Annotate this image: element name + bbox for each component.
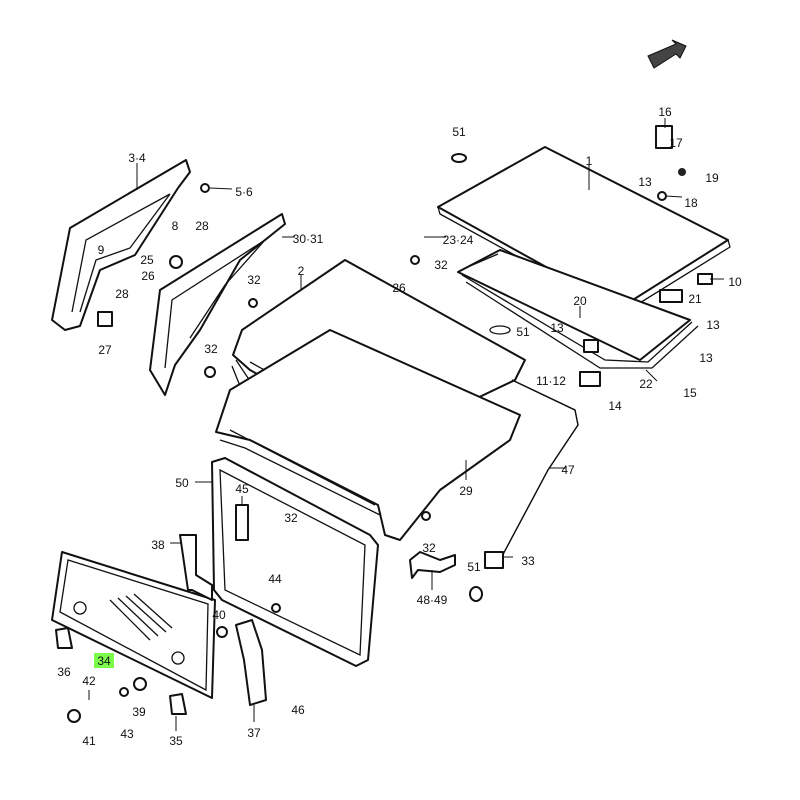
- part-label-38: 38: [151, 538, 165, 552]
- part-label-37: 37: [247, 726, 261, 740]
- front-arrow-icon: [647, 39, 687, 69]
- part-label-14: 14: [608, 399, 622, 413]
- part-label-45: 45: [235, 482, 249, 496]
- roof-frame: [457, 249, 713, 387]
- rear-opening-seal: [211, 457, 379, 667]
- part-label-32a: 32: [247, 273, 261, 287]
- part-label-13b: 13: [706, 318, 720, 332]
- part-label-28b: 28: [115, 287, 129, 301]
- part-label-40: 40: [212, 608, 226, 622]
- part-label-26b: 26: [392, 281, 406, 295]
- part-label-10: 10: [728, 275, 742, 289]
- bracket-48-49: [409, 551, 456, 579]
- part-label-32b: 32: [204, 342, 218, 356]
- hinge-upper: [179, 534, 213, 601]
- part-label-35: 35: [169, 734, 183, 748]
- part-label-18: 18: [684, 196, 698, 210]
- part-label-20: 20: [573, 294, 587, 308]
- part-label-51b: 51: [516, 325, 530, 339]
- part-label-46: 46: [291, 703, 305, 717]
- part-label-8: 8: [172, 219, 179, 233]
- hinge-lower: [235, 619, 267, 706]
- part-label-29: 29: [459, 484, 473, 498]
- part-label-32c: 32: [434, 258, 448, 272]
- part-label-2: 2: [298, 264, 305, 278]
- part-label-11-12: 11·12: [536, 374, 566, 388]
- part-label-39: 39: [132, 705, 146, 719]
- part-label-9: 9: [98, 243, 105, 257]
- part-label-47: 47: [561, 463, 575, 477]
- pad-33: [484, 551, 504, 569]
- part-label-25: 25: [140, 253, 154, 267]
- part-label-3-4: 3·4: [128, 151, 146, 165]
- part-label-13d: 13: [550, 321, 564, 335]
- right-quarter-window: [149, 213, 286, 396]
- part-label-13c: 13: [699, 351, 713, 365]
- part-label-44: 44: [268, 572, 282, 586]
- part-label-36: 36: [57, 665, 71, 679]
- part-label-51a: 51: [452, 125, 466, 139]
- part-label-5-6: 5·6: [235, 185, 253, 199]
- inner-lining: [215, 329, 521, 541]
- part-label-48-49: 48·49: [417, 593, 448, 607]
- part-label-23-24: 23·24: [443, 233, 474, 247]
- part-label-41: 41: [82, 734, 96, 748]
- part-label-27: 27: [98, 343, 112, 357]
- part-label-50: 50: [175, 476, 189, 490]
- part-label-43: 43: [120, 727, 134, 741]
- part-label-17: 17: [669, 136, 683, 150]
- part-label-16: 16: [658, 105, 672, 119]
- part-label-30-31: 30·31: [293, 232, 324, 246]
- part-label-32e: 32: [422, 541, 436, 555]
- highlight-marker: [94, 653, 114, 668]
- left-quarter-window: [51, 159, 210, 331]
- part-label-42: 42: [82, 674, 96, 688]
- part-label-28a: 28: [195, 219, 209, 233]
- part-label-21: 21: [688, 292, 702, 306]
- part-label-32d: 32: [284, 511, 298, 525]
- small-hardware: [55, 125, 686, 723]
- part-labels: 1 2 3·4 5·6 8 9 10 11·12 13 13 13 13 14 15 16 17 18 19 20 2…: [57, 105, 742, 748]
- part-label-19: 19: [705, 171, 719, 185]
- part-label-51c: 51: [467, 560, 481, 574]
- back-door-glass: [51, 551, 216, 699]
- part-label-22: 22: [639, 377, 653, 391]
- part-label-33: 33: [521, 554, 535, 568]
- bracket-45: [235, 504, 249, 541]
- part-label-26a: 26: [141, 269, 155, 283]
- part-label-34-highlighted: 34: [97, 654, 111, 668]
- part-label-13a: 13: [638, 175, 652, 189]
- part-label-1: 1: [586, 154, 593, 168]
- part-label-15: 15: [683, 386, 697, 400]
- leader-lines: [88, 118, 724, 731]
